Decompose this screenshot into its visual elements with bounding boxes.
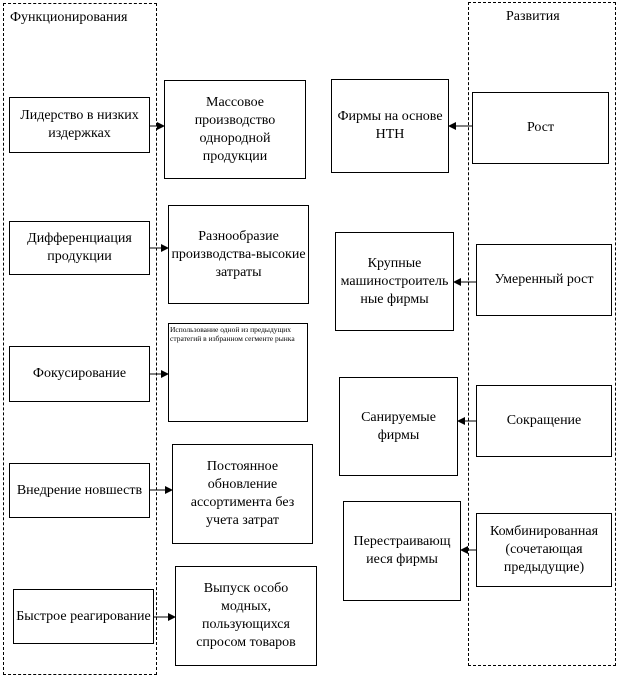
result-market-segment: Использование одной из предыдущих страте… bbox=[168, 323, 308, 422]
strategy-moderate-growth: Умеренный рост bbox=[476, 244, 612, 316]
firm-sanitized: Санируемые фирмы bbox=[339, 377, 458, 476]
result-assortment-renewal: Постоянное обновление ассортимента без у… bbox=[172, 444, 313, 544]
development-group bbox=[468, 2, 616, 666]
strategy-innovation: Внедрение новшеств bbox=[9, 463, 150, 518]
strategy-reduction: Сокращение bbox=[476, 385, 612, 457]
firm-machine-building: Крупные машиностроитель ные фирмы bbox=[335, 232, 454, 331]
functioning-group bbox=[3, 3, 157, 675]
result-mass-production: Массовое производство однородной продукц… bbox=[164, 80, 306, 179]
strategy-combined: Комбинированная (сочетающая предыдущие) bbox=[476, 513, 612, 587]
strategy-cost-leadership: Лидерство в низких издержках bbox=[9, 97, 150, 153]
result-fashion-goods: Выпуск особо модных, пользующихся спросо… bbox=[175, 566, 317, 666]
development-group-title: Развития bbox=[506, 9, 560, 24]
strategy-quick-response: Быстрое реагирование bbox=[13, 589, 154, 644]
strategy-focus: Фокусирование bbox=[9, 346, 150, 402]
functioning-group-title: Функционирования bbox=[10, 10, 128, 25]
firm-ntn-based: Фирмы на основе НТН bbox=[331, 79, 449, 173]
strategy-differentiation: Дифференциация продукции bbox=[9, 221, 150, 275]
strategy-growth: Рост bbox=[472, 92, 609, 164]
firm-restructuring: Перестраивающ иеся фирмы bbox=[343, 501, 461, 601]
result-diverse-production: Разнообразие производства-высокие затрат… bbox=[168, 205, 309, 304]
